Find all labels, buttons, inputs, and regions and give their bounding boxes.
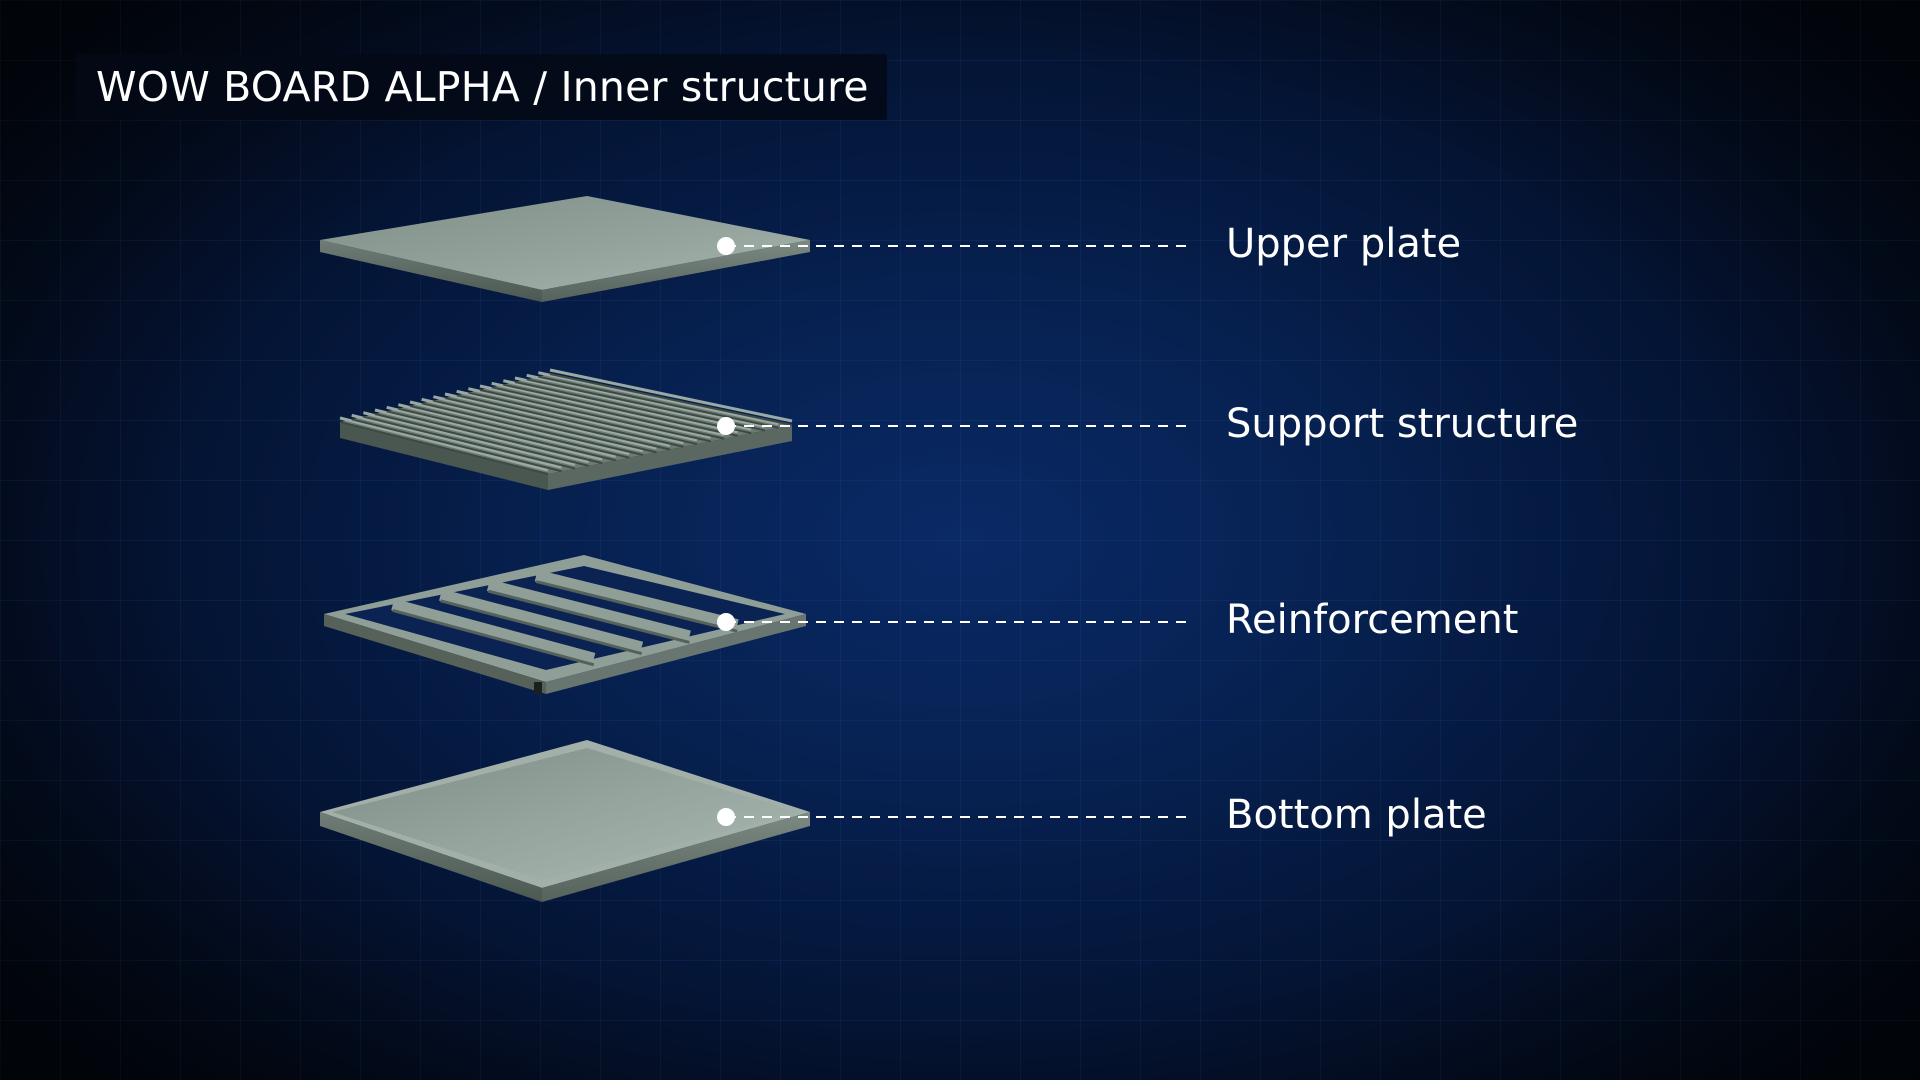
leader-upper-plate xyxy=(717,237,1194,255)
rib-highlight xyxy=(397,403,617,458)
rib-shadow xyxy=(386,410,603,465)
rib-shadow xyxy=(503,383,738,437)
rib-shadow xyxy=(421,402,644,456)
rib-highlight xyxy=(351,413,562,469)
frame-crossbar xyxy=(439,588,644,654)
label-bottom-plate: Bottom plate xyxy=(1226,792,1487,838)
rib-highlight xyxy=(362,411,576,467)
rib-highlight xyxy=(339,416,549,472)
support-structure-icon xyxy=(339,368,793,490)
rib-shadow xyxy=(409,405,630,459)
rib-shadow xyxy=(491,386,725,440)
rib-shadow xyxy=(549,373,793,426)
rib-shadow xyxy=(374,413,589,467)
rib-highlight xyxy=(421,397,644,453)
rib-highlight xyxy=(374,408,590,464)
rib-shadow xyxy=(514,381,752,435)
label-reinforcement: Reinforcement xyxy=(1226,597,1519,643)
leader-bottom-plate xyxy=(717,808,1194,826)
rib-shadow xyxy=(339,421,549,475)
rib-highlight xyxy=(386,405,603,461)
rib-shadow xyxy=(351,418,562,473)
label-upper-plate: Upper plate xyxy=(1226,221,1462,267)
rib-highlight xyxy=(479,384,711,439)
rib-highlight xyxy=(514,376,752,431)
frame-crossbar xyxy=(534,569,739,632)
rib-highlight xyxy=(409,400,630,456)
title-banner: WOW BOARD ALPHA / Inner structure xyxy=(76,54,887,120)
anchor-dot xyxy=(717,237,735,255)
rib-shadow xyxy=(433,399,657,454)
rib-shadow xyxy=(538,375,779,429)
rib-shadow xyxy=(468,391,698,446)
corrugation-ribs xyxy=(339,368,793,475)
rib-shadow xyxy=(479,389,711,443)
rib-highlight xyxy=(549,368,793,423)
anchor-dot xyxy=(717,808,735,826)
frame-crossbar-edge xyxy=(440,599,642,656)
rib-shadow xyxy=(456,394,684,448)
leader-support-structure xyxy=(717,417,1194,435)
label-support-structure: Support structure xyxy=(1226,401,1579,447)
frame-crossbar-edge xyxy=(392,608,595,667)
frame-crossbar-edge xyxy=(535,580,738,633)
frame-crossbar xyxy=(391,598,596,665)
rib-shadow xyxy=(363,415,576,470)
reinforcement-icon xyxy=(324,555,806,694)
rib-highlight xyxy=(444,392,671,447)
rib-highlight xyxy=(491,381,725,437)
rib-highlight xyxy=(503,379,739,434)
rib-shadow xyxy=(444,397,671,451)
anchor-dot xyxy=(717,613,735,631)
rib-highlight xyxy=(456,389,684,445)
frame-crossbars xyxy=(391,569,739,667)
frame-crossbar-edge xyxy=(488,589,690,644)
upper-plate-icon xyxy=(320,196,810,302)
rib-highlight xyxy=(468,387,698,442)
anchor-dot xyxy=(717,417,735,435)
leader-reinforcement xyxy=(717,613,1194,631)
bottom-plate-icon xyxy=(320,740,810,902)
rib-highlight xyxy=(432,395,657,450)
frame-crossbar xyxy=(486,579,691,643)
page-title: WOW BOARD ALPHA / Inner structure xyxy=(96,63,869,111)
rib-highlight xyxy=(538,371,779,426)
rib-shadow xyxy=(398,407,617,462)
